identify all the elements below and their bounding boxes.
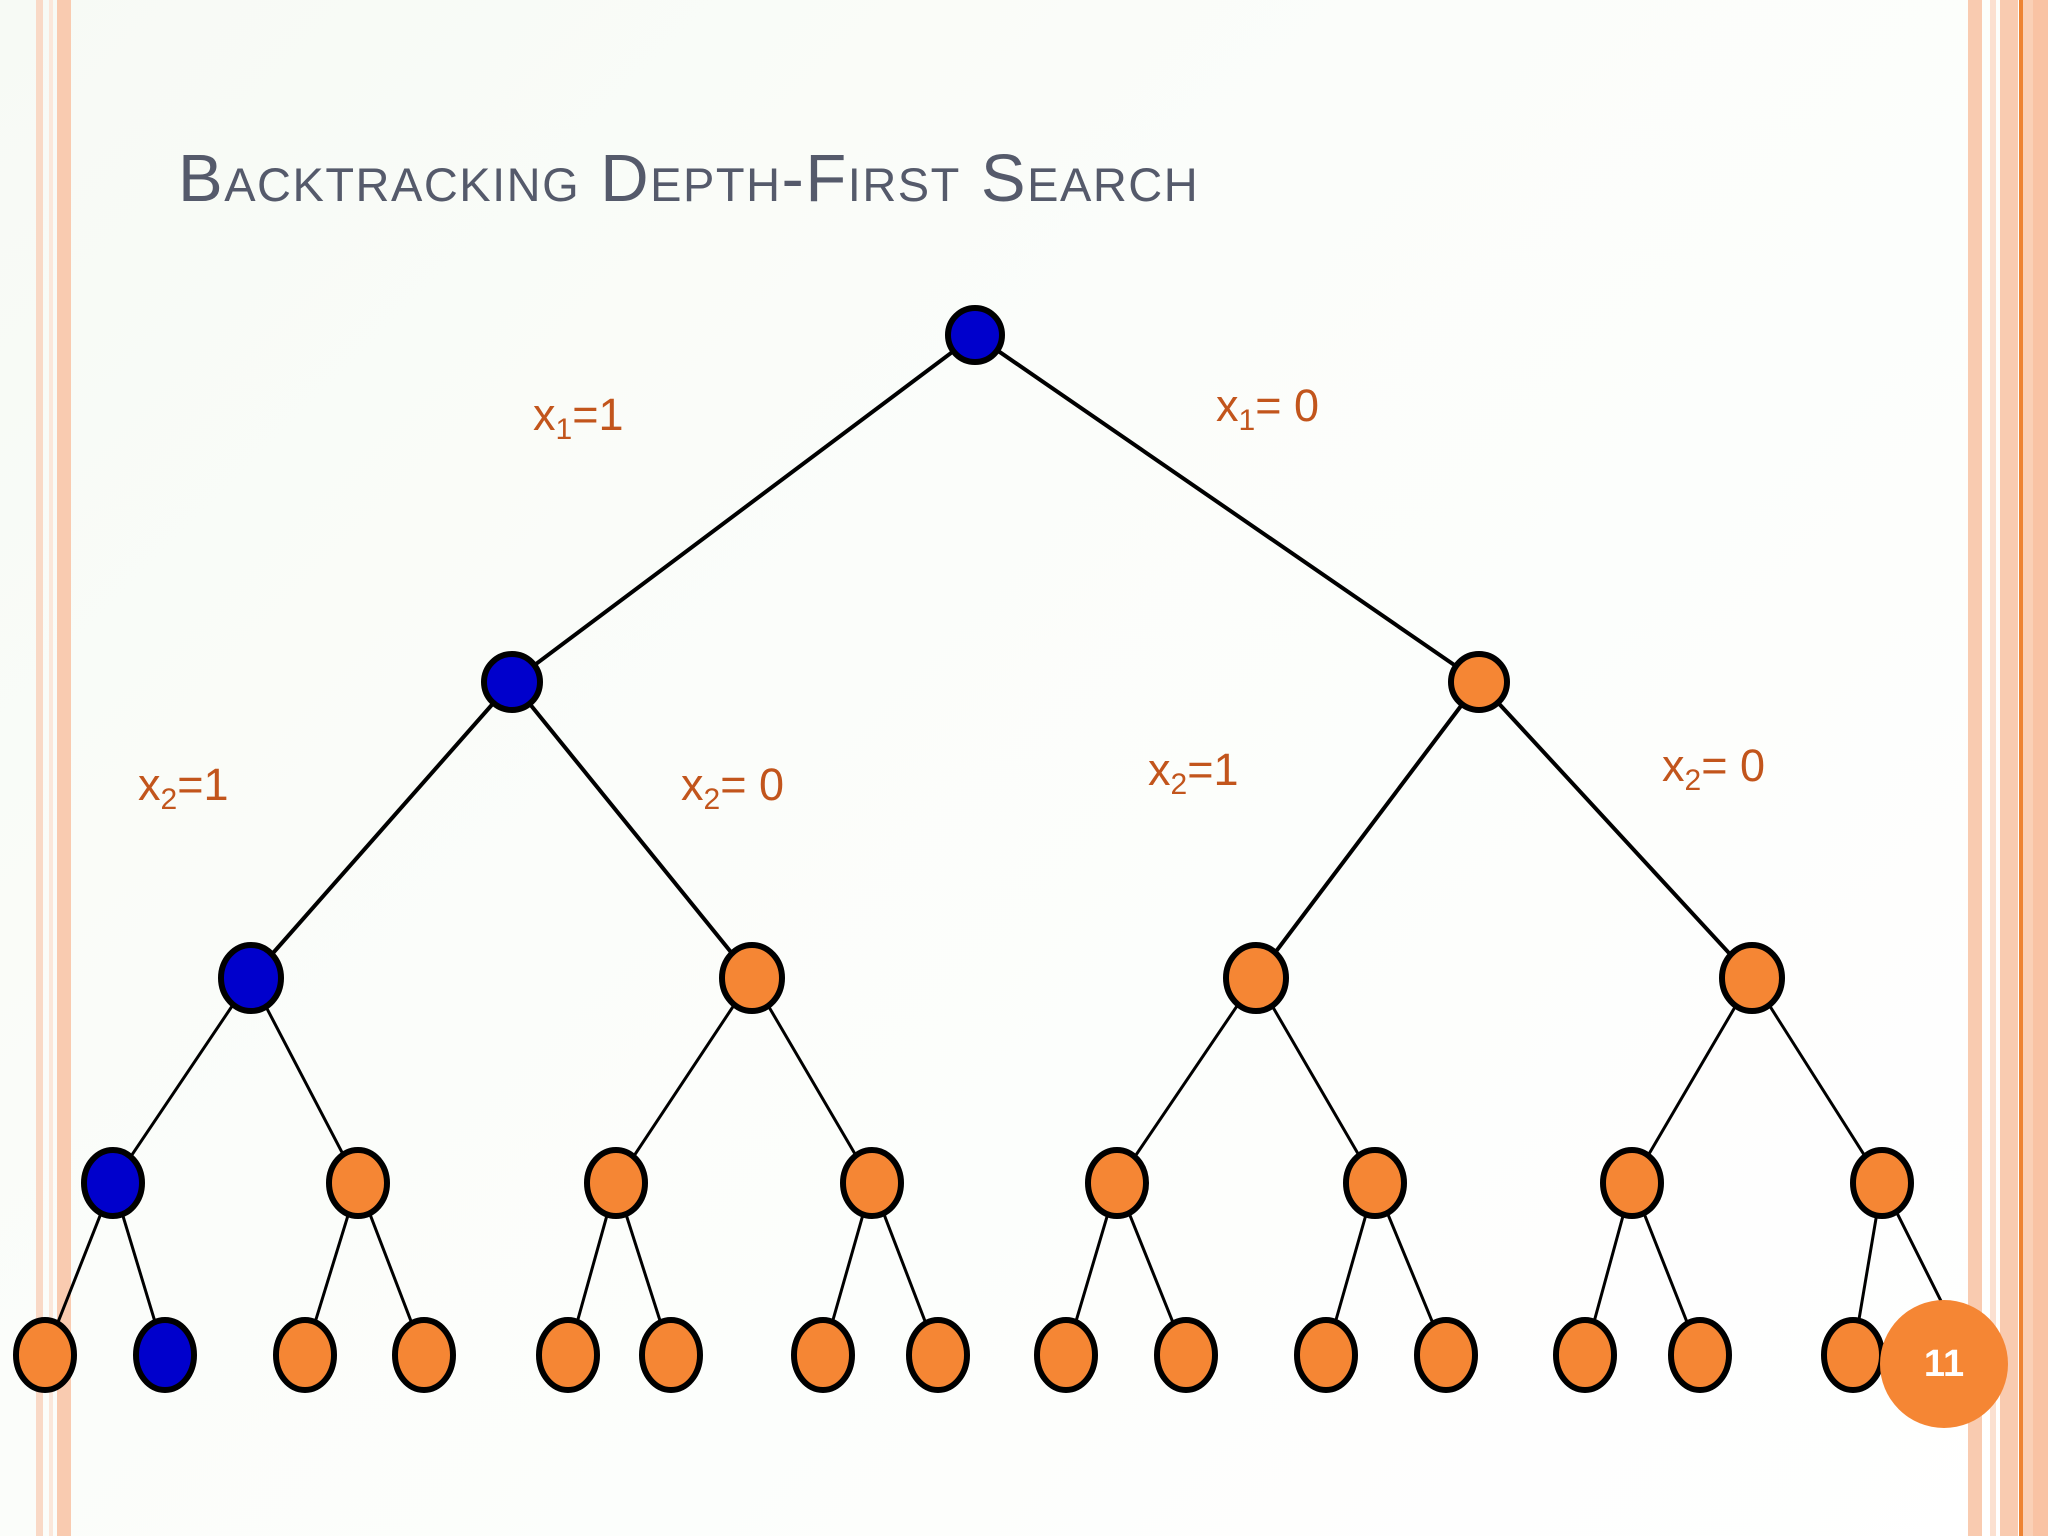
tree-node-orange[interactable]: [273, 1317, 337, 1393]
left-stripe-2: [49, 0, 53, 1536]
edge-label-value: = 0: [720, 759, 784, 810]
tree-edge: [1272, 703, 1464, 956]
tree-node-orange[interactable]: [1600, 1147, 1664, 1219]
tree-edge: [533, 349, 955, 667]
tree-node-blue[interactable]: [945, 305, 1005, 365]
tree-node-orange[interactable]: [392, 1317, 456, 1393]
edge-label-value: = 0: [1701, 740, 1765, 791]
edge-label-subscript: 2: [1684, 764, 1702, 797]
tree-edge: [127, 1002, 236, 1160]
tree-node-orange[interactable]: [536, 1317, 600, 1393]
tree-edge: [54, 1209, 104, 1329]
tree-edge: [574, 1210, 610, 1328]
tree-node-orange[interactable]: [1850, 1147, 1914, 1219]
tree-node-orange[interactable]: [639, 1317, 703, 1393]
tree-edge: [528, 702, 735, 956]
tree-node-blue[interactable]: [481, 651, 543, 713]
edge-label-value: = 0: [1255, 380, 1319, 431]
tree-edge: [312, 1210, 351, 1328]
left-stripe-1: [36, 0, 43, 1536]
tree-node-orange[interactable]: [584, 1147, 648, 1219]
tree-edge: [1766, 1002, 1868, 1160]
right-stripe-6: [2033, 0, 2048, 1536]
tree-node-orange[interactable]: [1668, 1317, 1732, 1393]
tree-edge: [1496, 701, 1734, 958]
edge-label-subscript: 2: [1170, 768, 1188, 801]
tree-edge: [1269, 1003, 1362, 1159]
tree-edge: [1384, 1209, 1437, 1329]
edge-label-subscript: 2: [703, 783, 721, 816]
edge-label-value: =1: [1187, 744, 1239, 795]
edge-label-variable: x: [1148, 744, 1171, 795]
tree-node-blue[interactable]: [81, 1147, 145, 1219]
tree-edge: [765, 1003, 859, 1159]
right-stripe-accent: [2019, 0, 2023, 1536]
tree-node-orange[interactable]: [1821, 1317, 1885, 1393]
slide-number-badge: 11: [1880, 1300, 2008, 1428]
tree-edge: [996, 348, 1458, 668]
edge-label-subscript: 2: [160, 783, 178, 816]
tree-node-orange[interactable]: [13, 1317, 77, 1393]
tree-node-orange[interactable]: [791, 1317, 855, 1393]
tree-node-orange[interactable]: [1034, 1317, 1098, 1393]
tree-node-orange[interactable]: [1343, 1147, 1407, 1219]
tree-edge: [1132, 1001, 1241, 1160]
tree-edge: [1072, 1210, 1111, 1328]
tree-node-orange[interactable]: [1448, 651, 1510, 713]
tree-node-group: [13, 305, 2000, 1393]
tree-edge: [1645, 1003, 1739, 1159]
tree-edge: [269, 701, 495, 957]
tree-node-orange[interactable]: [719, 942, 785, 1014]
tree-node-orange[interactable]: [1085, 1147, 1149, 1219]
edge-label-x2-a: x2=1: [138, 759, 229, 815]
tree-edge: [119, 1210, 159, 1328]
edge-label-variable: x: [533, 389, 556, 440]
edge-label-x1-left: x1=1: [533, 389, 624, 445]
tree-edge: [1591, 1210, 1626, 1328]
edge-label-variable: x: [681, 759, 704, 810]
tree-node-blue[interactable]: [218, 942, 284, 1014]
tree-edge: [829, 1210, 866, 1328]
tree-node-orange[interactable]: [1223, 942, 1289, 1014]
tree-node-orange[interactable]: [326, 1147, 390, 1219]
edge-label-subscript: 1: [1238, 404, 1256, 437]
tree-node-orange[interactable]: [1414, 1317, 1478, 1393]
tree-edge: [1856, 1211, 1879, 1327]
tree-edge: [623, 1210, 664, 1328]
tree-edge: [1641, 1209, 1691, 1329]
edge-label-x2-d: x2= 0: [1662, 740, 1765, 796]
tree-node-orange[interactable]: [840, 1147, 904, 1219]
tree-edge: [630, 1002, 737, 1160]
tree-edge: [1332, 1210, 1369, 1328]
tree-node-orange[interactable]: [1294, 1317, 1358, 1393]
edge-label-x2-b: x2= 0: [681, 759, 784, 815]
left-stripe-3: [57, 0, 71, 1536]
edge-label-x2-c: x2=1: [1148, 744, 1239, 800]
tree-edge-group: [54, 348, 1957, 1330]
tree-edge: [366, 1209, 416, 1329]
tree-edge: [1126, 1209, 1177, 1329]
tree-edge: [263, 1003, 346, 1158]
right-stripe-1: [1968, 0, 1982, 1536]
edge-label-variable: x: [138, 759, 161, 810]
tree-node-orange[interactable]: [1154, 1317, 1218, 1393]
tree-node-orange[interactable]: [1719, 942, 1785, 1014]
tree-edge: [880, 1209, 930, 1329]
edge-label-variable: x: [1662, 740, 1685, 791]
slide-title: Backtracking Depth-First Search: [178, 141, 1200, 216]
edge-label-x1-right: x1= 0: [1216, 380, 1319, 436]
tree-node-orange[interactable]: [906, 1317, 970, 1393]
right-stripe-3: [2000, 0, 2018, 1536]
right-stripe-5: [2023, 0, 2033, 1536]
tree-node-blue[interactable]: [133, 1317, 197, 1393]
edge-label-subscript: 1: [555, 413, 573, 446]
edge-label-value: =1: [177, 759, 229, 810]
edge-label-value: =1: [572, 389, 624, 440]
tree-node-orange[interactable]: [1553, 1317, 1617, 1393]
edge-label-variable: x: [1216, 380, 1239, 431]
right-stripe-2: [1990, 0, 1996, 1536]
